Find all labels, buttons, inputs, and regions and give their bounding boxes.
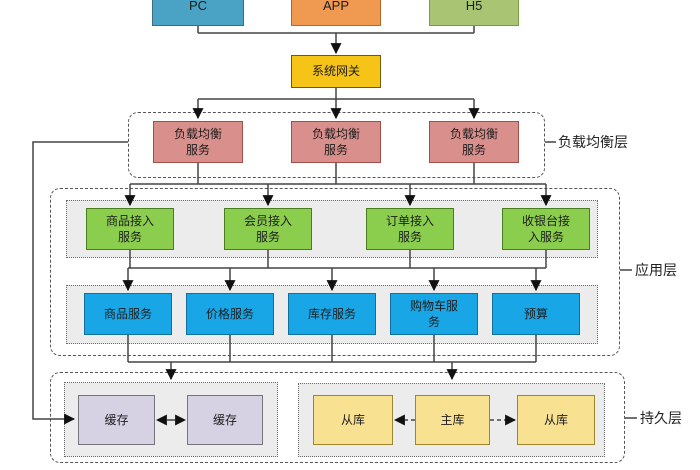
node-budget-service-label: 预算 [523,306,548,321]
feedback-arrow-to-cache [32,141,128,425]
node-cart-service-label: 购物车服务 [409,298,458,329]
node-price-service: 价格服务 [186,293,274,335]
node-cashier-access-service: 收银台接入服务 [502,208,590,250]
node-system-gateway-label: 系统网关 [311,64,360,79]
node-member-access-service-label: 会员接入服务 [243,213,292,244]
node-product-access-service-label: 商品接入服务 [105,213,154,244]
node-order-access-service-label: 订单接入服务 [385,213,434,244]
node-slave-db-1: 从库 [313,395,393,445]
node-system-gateway: 系统网关 [291,55,381,88]
node-product-access-service: 商品接入服务 [86,208,174,250]
node-app: APP [291,0,381,26]
load-balancer-layer-label: 负载均衡层 [558,134,628,150]
persistence-layer-label: 持久层 [640,410,682,426]
node-budget-service: 预算 [492,293,580,335]
node-cache-2-label: 缓存 [212,412,237,427]
node-member-access-service: 会员接入服务 [224,208,312,250]
node-h5: H5 [429,0,519,26]
node-pc: PC [152,0,244,26]
application-layer-label: 应用层 [635,262,677,278]
node-slave-db-2-label: 从库 [543,412,568,427]
node-cashier-access-service-label: 收银台接入服务 [521,213,570,244]
node-slave-db-2: 从库 [517,395,595,445]
node-product-service: 商品服务 [84,293,172,335]
node-cache-1: 缓存 [78,395,155,445]
node-cart-service: 购物车服务 [390,293,478,335]
node-load-balancer-2: 负载均衡服务 [291,121,381,163]
node-load-balancer-1-label: 负载均衡服务 [173,126,222,157]
node-app-label: APP [322,0,349,14]
node-pc-label: PC [188,0,208,14]
node-h5-label: H5 [465,0,483,14]
node-master-db-label: 主库 [440,412,465,427]
node-price-service-label: 价格服务 [205,306,254,321]
node-order-access-service: 订单接入服务 [366,208,454,250]
node-load-balancer-1: 负载均衡服务 [153,121,243,163]
node-load-balancer-2-label: 负载均衡服务 [311,126,360,157]
node-inventory-service: 库存服务 [288,293,376,335]
node-cache-1-label: 缓存 [104,412,129,427]
node-product-service-label: 商品服务 [103,306,152,321]
node-cache-2: 缓存 [187,395,263,445]
node-slave-db-1-label: 从库 [340,412,365,427]
node-inventory-service-label: 库存服务 [307,306,356,321]
node-load-balancer-3-label: 负载均衡服务 [449,126,498,157]
node-master-db: 主库 [415,395,490,445]
node-load-balancer-3: 负载均衡服务 [429,121,519,163]
